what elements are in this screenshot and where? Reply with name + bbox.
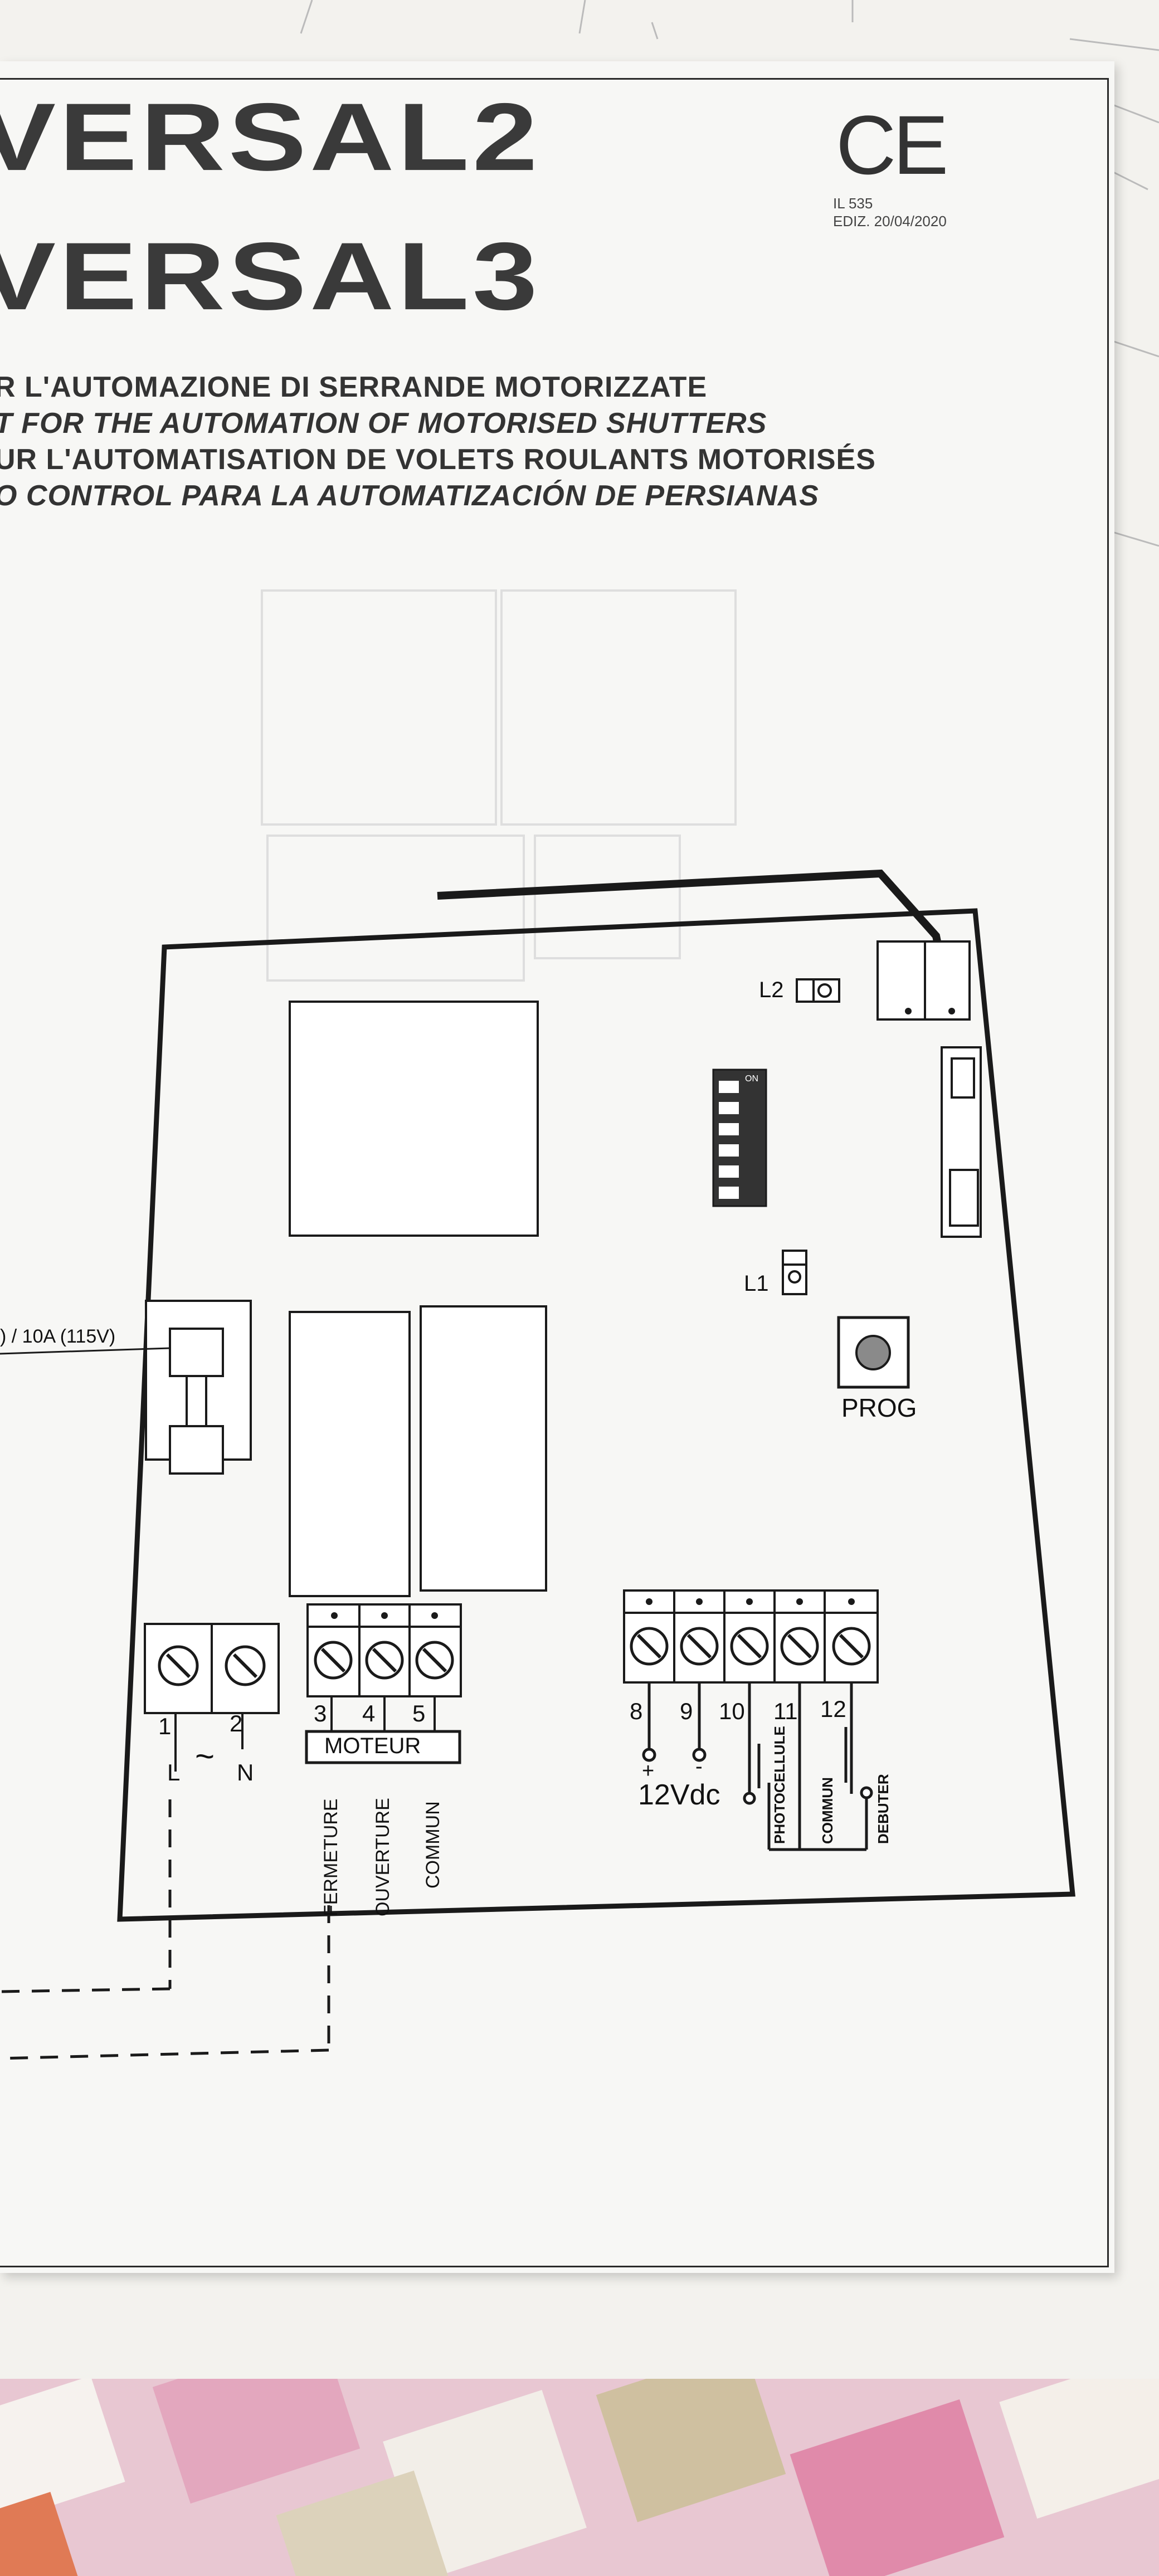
fabric-patch — [999, 2379, 1159, 2519]
antenna-connector — [876, 940, 971, 1021]
supply-12vdc-label: 12Vdc — [638, 1779, 720, 1811]
terminal-8-label: 8 — [630, 1698, 643, 1724]
fabric-patch — [790, 2399, 1005, 2576]
prog-button — [837, 1316, 910, 1389]
plus-label: + — [642, 1759, 655, 1783]
terminal-9-label: 9 — [680, 1698, 693, 1724]
radio-module — [941, 1046, 982, 1238]
line-l-label: L — [167, 1759, 181, 1785]
terminal-4-label: 4 — [362, 1700, 376, 1726]
fabric-patch — [152, 2379, 361, 2504]
control-board-outline — [117, 908, 1075, 1922]
led-l1 — [782, 1250, 807, 1295]
fabric-background — [0, 2379, 1159, 2576]
neutral-n-label: N — [237, 1759, 254, 1785]
photocell-contact — [743, 1744, 761, 1805]
motor-terminal-block — [306, 1603, 462, 1697]
transformer-block — [289, 1001, 539, 1237]
fuse-holder — [145, 1300, 252, 1475]
power-terminal-block — [144, 1623, 280, 1714]
led-l2 — [796, 978, 840, 1003]
title-versal3: VERSAL3 — [0, 222, 541, 330]
wire-photocellule-label: PHOTOCELLULE — [771, 1726, 788, 1844]
subtitle-italian: R L'AUTOMAZIONE DI SERRANDE MOTORIZZATE — [0, 371, 708, 403]
terminal-11-label: 11 — [773, 1698, 798, 1724]
terminal-12-label: 12 — [820, 1696, 846, 1722]
ac-tilde-label: ~ — [195, 1738, 215, 1775]
wire-fermeture-label: FERMETURE — [320, 1798, 342, 1916]
ce-mark: CE — [836, 98, 948, 192]
edition-date: EDIZ. 20/04/2020 — [833, 213, 947, 230]
prog-label: PROG — [841, 1393, 917, 1422]
terminal-2-label: 2 — [230, 1710, 243, 1736]
fabric-patch — [596, 2379, 786, 2523]
fuse-rating-label: ) / 10A (115V) — [0, 1326, 116, 1347]
terminal-5-label: 5 — [412, 1700, 426, 1726]
fuse-pointer-line — [0, 1347, 171, 1355]
fabric-patch — [0, 2492, 78, 2576]
start-pushbutton-contact — [844, 1727, 873, 1799]
terminal-1-label: 1 — [158, 1713, 172, 1739]
terminal-10-label: 10 — [719, 1698, 745, 1724]
instruction-sheet — [0, 61, 1114, 2273]
minus-label: - — [695, 1755, 703, 1778]
wire-commun-motor-label: COMMUN — [422, 1801, 444, 1889]
subtitle-french: UR L'AUTOMATISATION DE VOLETS ROULANTS M… — [0, 443, 876, 476]
wire-debuter-label: DEBUTER — [875, 1774, 892, 1844]
dip-switch — [712, 1069, 767, 1207]
io-terminal-block — [623, 1589, 879, 1684]
terminal-3-label: 3 — [314, 1700, 327, 1726]
led-l2-label: L2 — [759, 978, 784, 1002]
relay-2 — [420, 1305, 547, 1592]
led-l1-label: L1 — [744, 1271, 769, 1296]
dip-on-label: ON — [745, 1074, 758, 1084]
relay-1 — [289, 1311, 411, 1597]
moteur-label: MOTEUR — [324, 1734, 421, 1758]
sheet-frame — [0, 78, 1109, 2267]
external-dashed-wires — [0, 1799, 330, 2060]
subtitle-spanish: O CONTROL PARA LA AUTOMATIZACIÓN DE PERS… — [0, 480, 819, 512]
wire-commun-io-label: COMMUN — [819, 1777, 836, 1844]
moteur-label-box — [305, 1730, 461, 1764]
subtitle-english: T FOR THE AUTOMATION OF MOTORISED SHUTTE… — [0, 407, 767, 440]
doc-code: IL 535 — [833, 195, 873, 212]
title-versal2: VERSAL2 — [0, 83, 541, 191]
wire-ouverture-label: OUVERTURE — [372, 1798, 393, 1916]
